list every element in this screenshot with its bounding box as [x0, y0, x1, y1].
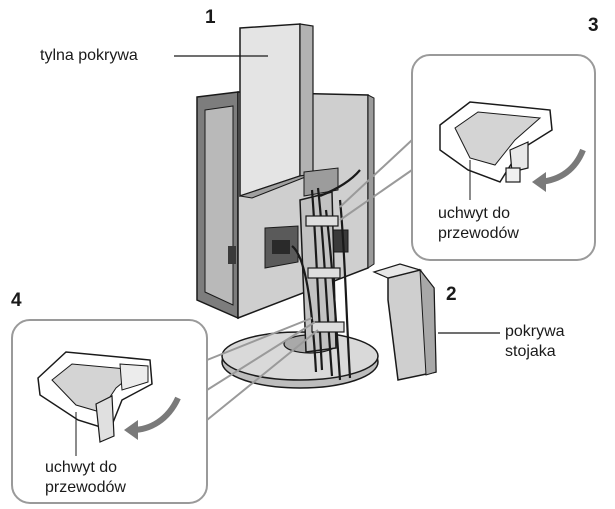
stand-cover-label: pokrywa stojaka — [505, 322, 565, 362]
callout-box-bottom — [11, 317, 319, 504]
stand-cover-part — [372, 263, 437, 381]
back-cover-panel — [239, 23, 314, 199]
step-number-1: 1 — [205, 7, 216, 28]
step-number-4: 4 — [11, 290, 22, 311]
cable-clips — [305, 215, 345, 333]
cable-holder-top-line1: uchwyt do — [438, 205, 511, 222]
stand-cover-label-line1: pokrywa — [505, 323, 565, 340]
cable-holder-label-top: uchwyt do przewodów — [438, 204, 519, 244]
cable-holder-label-bottom: uchwyt do przewodów — [45, 458, 126, 498]
cable-holder-top-line2: przewodów — [438, 225, 519, 242]
callout-box-top — [339, 54, 596, 261]
leader-lines — [174, 55, 500, 334]
step-number-2: 2 — [446, 284, 457, 305]
back-cover-label: tylna pokrywa — [40, 47, 138, 64]
stand-base — [221, 331, 379, 389]
cable-holder-bottom-line1: uchwyt do — [45, 459, 118, 476]
stand-cover-label-line2: stojaka — [505, 343, 556, 360]
cable-holder-bottom-line2: przewodów — [45, 479, 126, 496]
step-number-3: 3 — [588, 15, 599, 36]
